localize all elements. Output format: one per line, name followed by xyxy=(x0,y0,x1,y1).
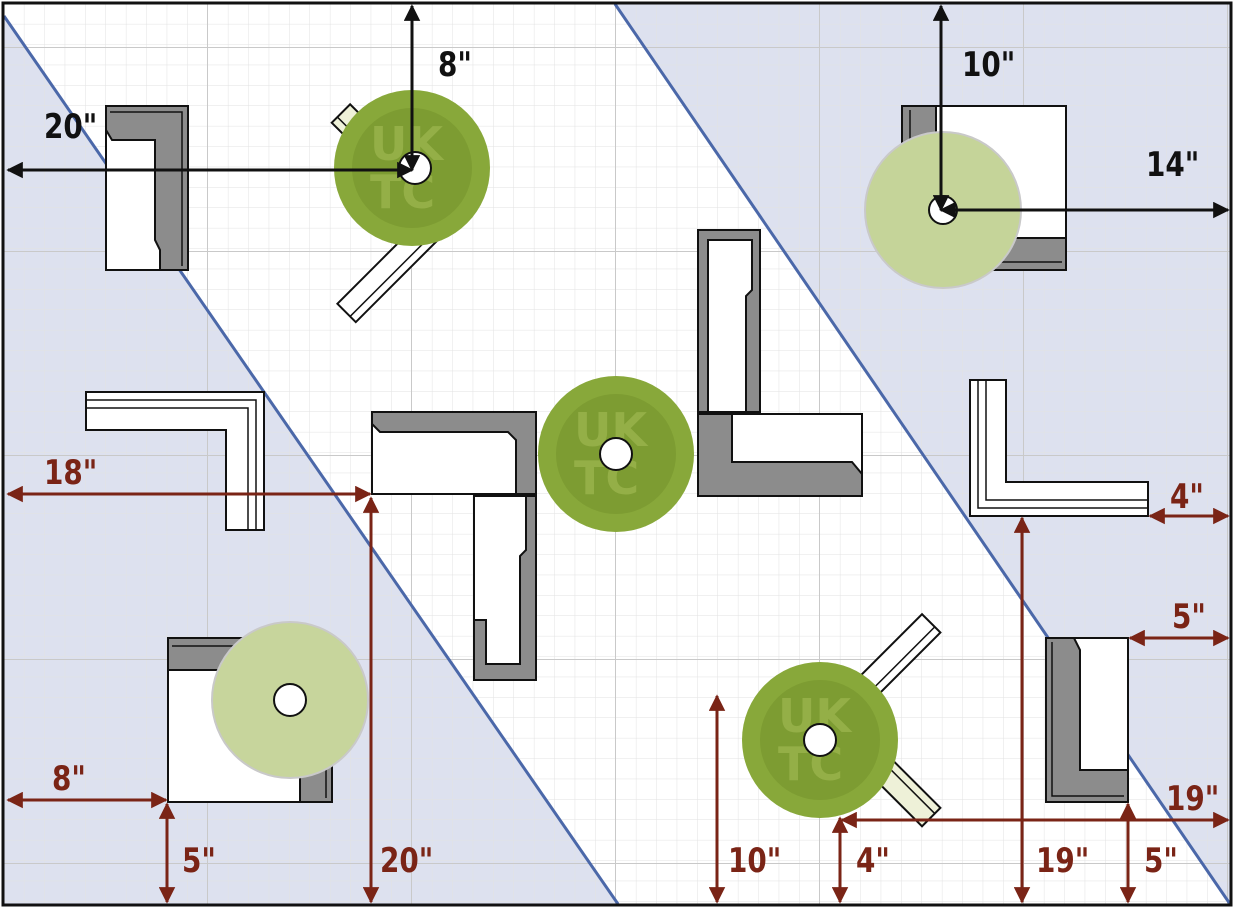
uktc-logo-disc-bottom-center: UK TC xyxy=(742,662,898,818)
counter-piece-center-horizontal xyxy=(371,411,537,495)
measurement-labels: 20" 8" 10" 14" 18" 8" 5" 20" 4" 5" 19" 1… xyxy=(44,45,1219,880)
counter-piece-bottom-right xyxy=(1045,637,1129,803)
label-top-right-horizontal: 14" xyxy=(1146,145,1199,184)
label-left-bottom-vertical: 5" xyxy=(182,841,216,880)
dimension-arrows-red xyxy=(6,485,1230,904)
counter-piece-top-left xyxy=(105,105,189,271)
label-right-middle-horizontal: 4" xyxy=(1170,477,1204,516)
label-bottom-center-vertical-b: 4" xyxy=(856,841,890,880)
uktc-logo-disc-bottom-left-ghost xyxy=(211,621,369,779)
label-bottom-center-vertical-a: 10" xyxy=(728,841,781,880)
label-left-middle-horizontal: 18" xyxy=(44,453,97,492)
label-bottom-right-vertical-b: 5" xyxy=(1144,841,1178,880)
counter-piece-center-right-upper xyxy=(697,229,761,413)
label-top-right-vertical: 10" xyxy=(962,45,1015,84)
counter-piece-center-right-lower xyxy=(697,413,863,497)
uktc-logo-disc-center: UK TC xyxy=(538,376,694,532)
label-top-left-horizontal: 20" xyxy=(44,107,97,146)
label-left-long-vertical: 20" xyxy=(380,841,433,880)
label-bottom-right-vertical-a: 19" xyxy=(1036,841,1089,880)
label-left-bottom-horizontal: 8" xyxy=(52,759,86,798)
counter-piece-center-vertical xyxy=(473,495,537,681)
dimension-arrows-black xyxy=(6,4,1230,219)
label-top-center-vertical: 8" xyxy=(438,45,472,84)
l-piece-right-middle xyxy=(969,379,1149,517)
label-right-lower-horizontal: 5" xyxy=(1172,597,1206,636)
label-bottom-right-horizontal: 19" xyxy=(1166,779,1219,818)
